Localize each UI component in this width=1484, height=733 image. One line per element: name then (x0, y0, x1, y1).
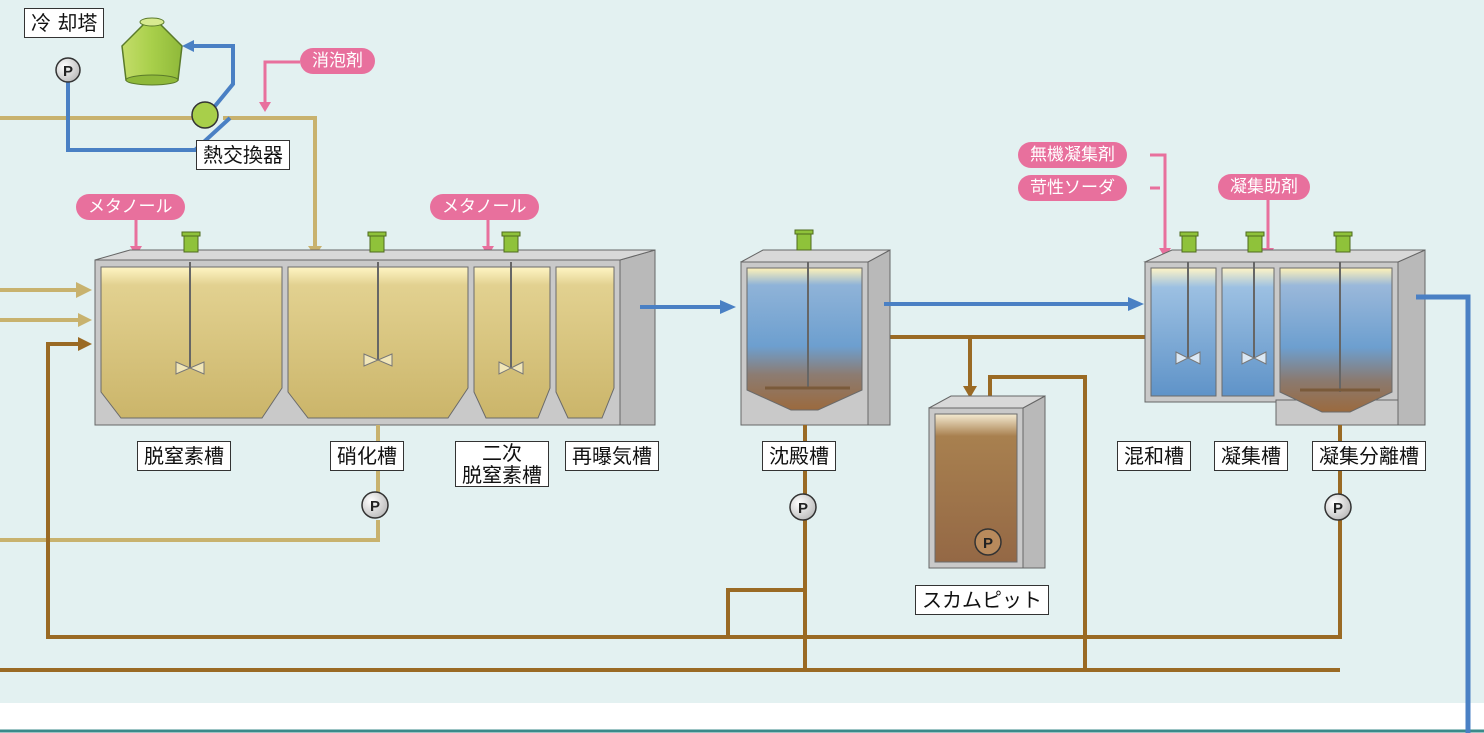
chemical-lines (134, 60, 1270, 250)
cooling-tower (121, 17, 183, 86)
arrowheads-inflow (76, 246, 322, 351)
secondary-denitrification-line2: 脱窒素槽 (462, 463, 542, 487)
pump-label-nitrification: P (370, 498, 380, 515)
biological-tank-block (94, 231, 656, 426)
denitrification-tank-label: 脱窒素槽 (137, 441, 231, 471)
pump-icon-separation: P (1324, 493, 1352, 521)
coagulant-aid-chemical-label: 凝集助剤 (1218, 174, 1310, 200)
heat-exchanger-icon (191, 101, 219, 129)
cooling-tower-label: 冷 却塔 (24, 8, 105, 38)
methanol-chemical-label-1: メタノール (76, 194, 185, 220)
methanol-chemical-label-2: メタノール (430, 194, 539, 220)
coagulation-separation-tank-label: 凝集分離槽 (1312, 441, 1426, 471)
coagulation-tank-label: 凝集槽 (1214, 441, 1288, 471)
coagulation-tank-block (1143, 231, 1426, 426)
heat-exchanger-label: 熱交換器 (196, 140, 290, 170)
pump-label-separation: P (1333, 500, 1343, 517)
settling-tank-label: 沈殿槽 (762, 441, 836, 471)
pump-label-settling: P (798, 500, 808, 517)
scum-inflow-arrow (963, 386, 977, 398)
pump-icon-nitrification: P (361, 491, 389, 519)
pump-icon-cooling: P (55, 57, 81, 83)
final-effluent-line (1416, 294, 1471, 733)
mixing-tank-label: 混和槽 (1117, 441, 1191, 471)
settling-tank (739, 229, 891, 426)
yellow-return-lines (0, 116, 380, 542)
nitrification-tank-label: 硝化槽 (330, 441, 404, 471)
reaeration-tank-label: 再曝気槽 (565, 441, 659, 471)
sludge-lines (0, 335, 1342, 672)
bottom-band (0, 703, 1484, 733)
pump-label-scum: P (983, 535, 993, 552)
pump-label-cooling: P (63, 63, 73, 80)
pump-icon-settling: P (789, 493, 817, 521)
antifoam-chemical-label: 消泡剤 (300, 48, 375, 74)
caustic-soda-chemical-label: 苛性ソーダ (1018, 175, 1127, 201)
scum-pit-label: スカムピット (915, 585, 1049, 615)
secondary-denitrification-tank-label: 二次 脱窒素槽 (455, 441, 549, 487)
inorganic-coagulant-chemical-label: 無機凝集剤 (1018, 142, 1127, 168)
pump-icon-scum: P (974, 528, 1002, 556)
scum-pit (928, 395, 1046, 569)
secondary-denitrification-line1: 二次 (482, 441, 522, 465)
